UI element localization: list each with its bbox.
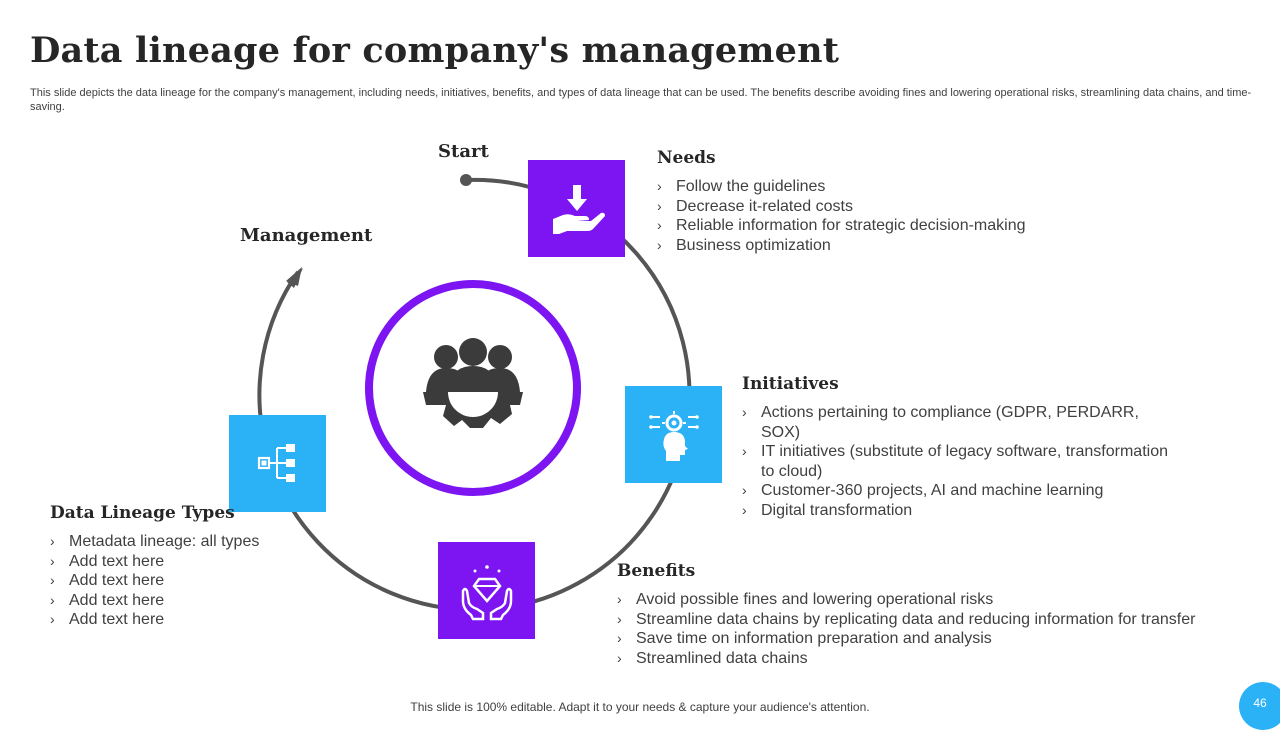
benefits-item: Save time on information preparation and… (617, 629, 1257, 649)
types-item: Add text here (50, 610, 350, 630)
start-dot (460, 174, 472, 186)
types-item: Add text here (50, 571, 350, 591)
initiatives-item: Digital transformation (742, 501, 1182, 521)
start-label: Start (438, 141, 489, 162)
types-item: Add text here (50, 591, 350, 611)
needs-item: Reliable information for strategic decis… (657, 216, 1137, 236)
initiatives-heading: Initiatives (742, 374, 839, 394)
head-gear-icon (648, 410, 699, 461)
cycle-arrowhead-tip (286, 267, 302, 286)
benefits-heading: Benefits (617, 561, 696, 581)
initiatives-item: Customer-360 projects, AI and machine le… (742, 481, 1182, 501)
benefits-tile (438, 542, 535, 639)
needs-item: Follow the guidelines (657, 177, 1137, 197)
types-item: Metadata lineage: all types (50, 532, 350, 552)
needs-tile (528, 160, 625, 257)
initiatives-item: Actions pertaining to compliance (GDPR, … (742, 403, 1182, 442)
page-number-badge: 46 (1239, 682, 1280, 730)
types-item: Add text here (50, 552, 350, 572)
needs-item: Business optimization (657, 236, 1137, 256)
hand-download-icon (552, 184, 605, 234)
needs-section: Needs Follow the guidelines Decrease it-… (657, 148, 1137, 255)
benefits-item: Streamline data chains by replicating da… (617, 610, 1257, 630)
initiatives-section: Initiatives Actions pertaining to compli… (742, 374, 1182, 520)
page-title: Data lineage for company's management (30, 30, 840, 71)
benefits-section: Benefits Avoid possible fines and loweri… (617, 561, 1257, 668)
benefits-item: Streamlined data chains (617, 649, 1257, 669)
initiatives-tile (625, 386, 722, 483)
team-gear-icon (423, 338, 523, 428)
types-tile (229, 415, 326, 512)
hierarchy-icon (257, 443, 295, 482)
needs-item: Decrease it-related costs (657, 197, 1137, 217)
needs-heading: Needs (657, 148, 716, 168)
benefits-item: Avoid possible fines and lowering operat… (617, 590, 1257, 610)
footer-note: This slide is 100% editable. Adapt it to… (410, 700, 870, 714)
page-subtitle: This slide depicts the data lineage for … (30, 87, 1252, 113)
types-section: Data Lineage Types Metadata lineage: all… (50, 503, 350, 630)
initiatives-item: IT initiatives (substitute of legacy sof… (742, 442, 1182, 481)
management-label: Management (240, 225, 373, 246)
types-heading: Data Lineage Types (50, 503, 235, 523)
hands-diamond-icon (461, 564, 512, 620)
